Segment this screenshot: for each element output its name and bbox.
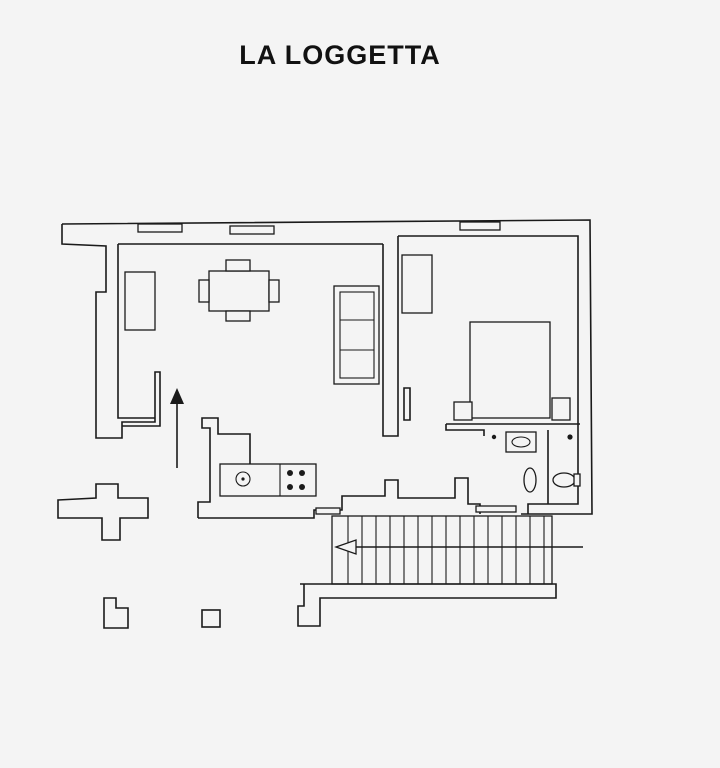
nightstand-right (551, 397, 571, 421)
stair-block (331, 515, 553, 585)
staircase (297, 515, 583, 627)
door-threshold-1 (315, 507, 341, 515)
kitchen-counter (219, 463, 317, 497)
cross-pillar (57, 483, 149, 541)
window-2 (229, 225, 275, 235)
bathroom (445, 423, 581, 504)
sideboard (124, 271, 156, 331)
pillar-2 (201, 609, 221, 628)
wardrobe (401, 254, 433, 314)
window-3 (459, 221, 501, 231)
loggia-pillars (57, 483, 221, 629)
chair-left (198, 279, 210, 303)
washbasin-icon (505, 431, 537, 453)
bedroom-furniture (401, 254, 571, 421)
stair-arrowhead (334, 539, 357, 555)
plan-title: LA LOGGETTA (239, 40, 441, 70)
entrance-arrow (170, 388, 184, 468)
chair-top (225, 259, 251, 272)
windows (137, 221, 517, 515)
dining-table (208, 270, 270, 312)
outer-walls (61, 219, 593, 519)
stove-icon (287, 470, 305, 490)
kitchen (219, 463, 317, 497)
living-room-furniture (124, 259, 380, 385)
nightstand-left (453, 401, 473, 421)
double-bed (469, 321, 551, 419)
sofa (333, 285, 380, 385)
chair-right (268, 279, 280, 303)
toilet-icon (552, 472, 576, 488)
chair-bottom (225, 310, 251, 322)
door-threshold-2 (475, 505, 517, 513)
pillar-1 (103, 597, 129, 629)
bidet-icon (523, 467, 537, 493)
partition-wall (382, 236, 411, 437)
window-1 (137, 223, 183, 233)
sink-icon (235, 471, 251, 487)
